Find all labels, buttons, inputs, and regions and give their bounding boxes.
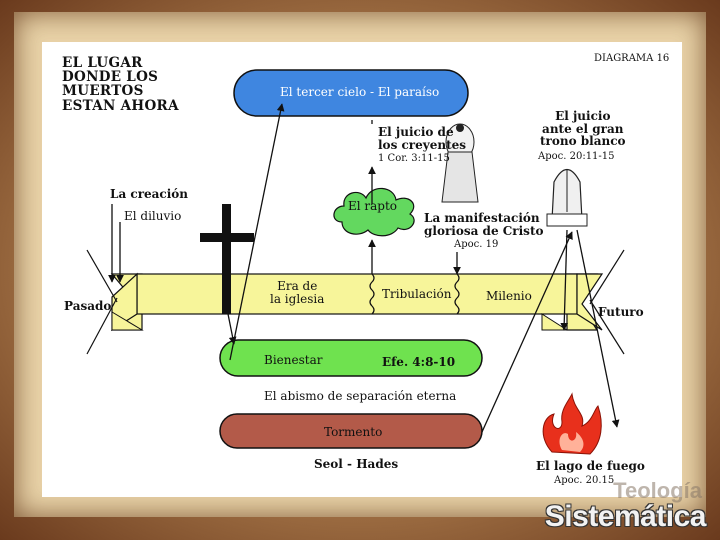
diagram-canvas — [86, 69, 625, 455]
arrow-wellbeing-to-heaven — [229, 103, 285, 361]
white-throne-figure — [546, 168, 588, 227]
wellbeing-label: Bienestar — [264, 353, 323, 367]
page-title: EL LUGAR DONDE LOS MUERTOS ESTAN AHORA — [62, 55, 179, 114]
white-throne-label: El juicio ante el gran trono blanco — [540, 109, 626, 149]
wellbeing-ref: Efe. 4:8-10 — [382, 355, 456, 369]
arrow-cross-to-wellbeing — [227, 313, 237, 345]
creation-label: La creación — [110, 187, 189, 201]
timeline-left-foot — [111, 311, 144, 331]
divider-church-tribulation — [369, 273, 375, 315]
sheol-label: Seol - Hades — [314, 457, 399, 471]
lake-of-fire-label: El lago de fuego — [536, 459, 645, 473]
lake-of-fire-ref: Apoc. 20.15 — [554, 475, 615, 486]
arrow-throne-down — [560, 229, 569, 331]
millennium-label: Milenio — [486, 289, 532, 303]
past-label: Pasado — [64, 299, 112, 313]
timeline-right-foot — [541, 313, 569, 331]
diagram-number: DIAGRAMA 16 — [594, 53, 670, 64]
future-label: Futuro — [598, 305, 644, 319]
wellbeing-shape — [219, 339, 483, 377]
x-line-left-2 — [86, 297, 118, 355]
believers-judgment-label: El juicio de los creyentes — [378, 125, 467, 152]
timeline-right-flap — [576, 273, 604, 331]
arrow-throne-to-fire — [576, 229, 620, 428]
heaven-shape — [233, 69, 469, 117]
brand-ghost-text: Teología — [613, 478, 702, 503]
diagram-sheet: EL LUGAR DONDE LOS MUERTOS ESTAN AHORA D… — [42, 42, 682, 497]
rapture-cloud — [333, 187, 415, 237]
lake-of-fire-flame — [542, 392, 602, 455]
flood-label: El diluvio — [124, 209, 182, 223]
cross-horizontal — [200, 233, 254, 242]
x-line-right-1 — [589, 249, 625, 305]
manifestation-label: La manifestación gloriosa de Cristo — [424, 211, 544, 238]
abyss-label: El abismo de separación eterna — [264, 389, 457, 403]
torment-label: Tormento — [324, 425, 383, 439]
believers-judgment-figure — [441, 123, 479, 203]
white-throne-ref: Apoc. 20:11-15 — [538, 151, 615, 162]
arrow-sheol-to-throne — [481, 231, 573, 433]
x-line-right-2 — [589, 299, 625, 355]
believers-judgment-ref: 1 Cor. 3:11-15 — [378, 153, 450, 164]
divider-tribulation-millennium — [454, 273, 460, 315]
manifestation-ref: Apoc. 19 — [454, 239, 499, 250]
cross-vertical — [222, 204, 231, 314]
rapture-label: El rapto — [348, 199, 398, 213]
x-line-left-1 — [86, 249, 118, 303]
brand-logo-text: Sistemática — [544, 500, 707, 533]
church-age-label: Era de la iglesia — [270, 279, 325, 306]
tribulation-label: Tribulación — [382, 287, 452, 301]
heaven-label: El tercer cielo - El paraíso — [280, 85, 440, 99]
